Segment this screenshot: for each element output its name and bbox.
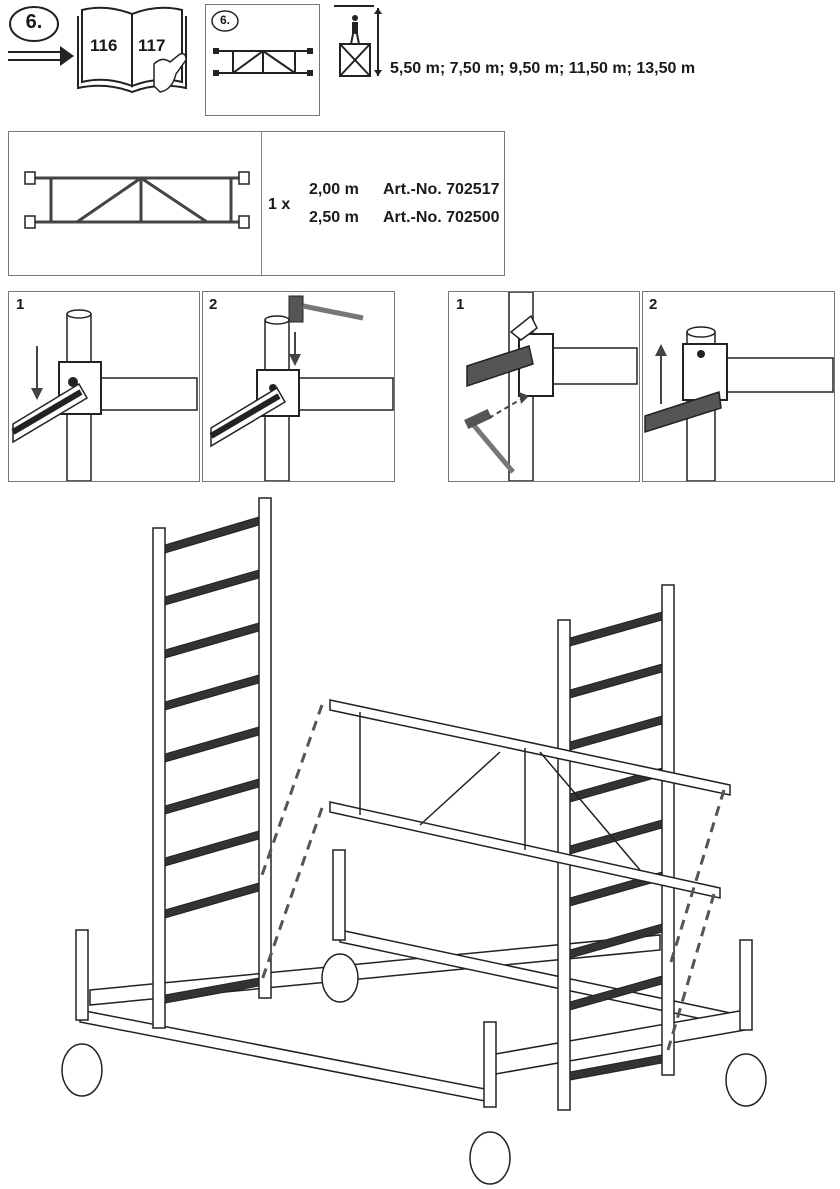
step-number: 6. (25, 11, 43, 33)
right-ladder-frame (557, 584, 675, 1111)
parts-length-2: 2,50 m (309, 209, 359, 226)
parts-divider (261, 132, 262, 275)
panel-number: 2 (649, 296, 658, 313)
release-hammer-illustration (464, 292, 638, 481)
parts-article-2: Art.-No. 702500 (383, 209, 500, 226)
panel-number: 2 (209, 296, 218, 313)
parts-quantity: 1 x (268, 196, 291, 213)
tower-heights: 5,50 m; 7,50 m; 9,50 m; 11,50 m; 13,50 m (390, 60, 696, 77)
parts-article-1: Art.-No. 702517 (383, 181, 500, 198)
thumbnail-step-number: 6. (219, 13, 230, 27)
panel-number: 1 (456, 296, 465, 313)
brace-frame-icon (213, 48, 313, 76)
tower-height-icon (334, 5, 382, 77)
detail-panel-attach-2: 2 (202, 291, 395, 482)
parts-length-1: 2,00 m (309, 181, 359, 198)
thumbnail-badge-icon (211, 10, 239, 32)
parts-box: 1 x 2,00 m Art.-No. 702517 2,50 m Art.-N… (8, 131, 505, 276)
diagonal-brace-icon (24, 171, 250, 229)
manual-page-left: 116 (90, 36, 118, 55)
detail-panel-attach-1: 1 (8, 291, 200, 482)
double-arrow-icon (8, 46, 74, 66)
clamp-open-illustration (11, 309, 198, 481)
caster-wheels (61, 849, 767, 1185)
release-lift-illustration (644, 326, 834, 481)
manual-page-right: 117 (138, 36, 166, 55)
panel-number: 1 (16, 296, 25, 313)
detail-panel-release-2: 2 (642, 291, 835, 482)
manual-book: 116 117 (76, 2, 196, 96)
step-badge-ellipse-icon (9, 6, 59, 42)
scaffold-assembly-illustration (61, 497, 767, 1185)
brace-frame (329, 699, 731, 899)
left-ladder-frame (152, 497, 272, 1029)
open-book-icon (77, 6, 187, 94)
clamp-hammer-illustration (209, 295, 394, 481)
step-badge: 6. (8, 5, 60, 43)
step-thumbnail: 6. (205, 4, 320, 116)
detail-panel-release-1: 1 (448, 291, 640, 482)
